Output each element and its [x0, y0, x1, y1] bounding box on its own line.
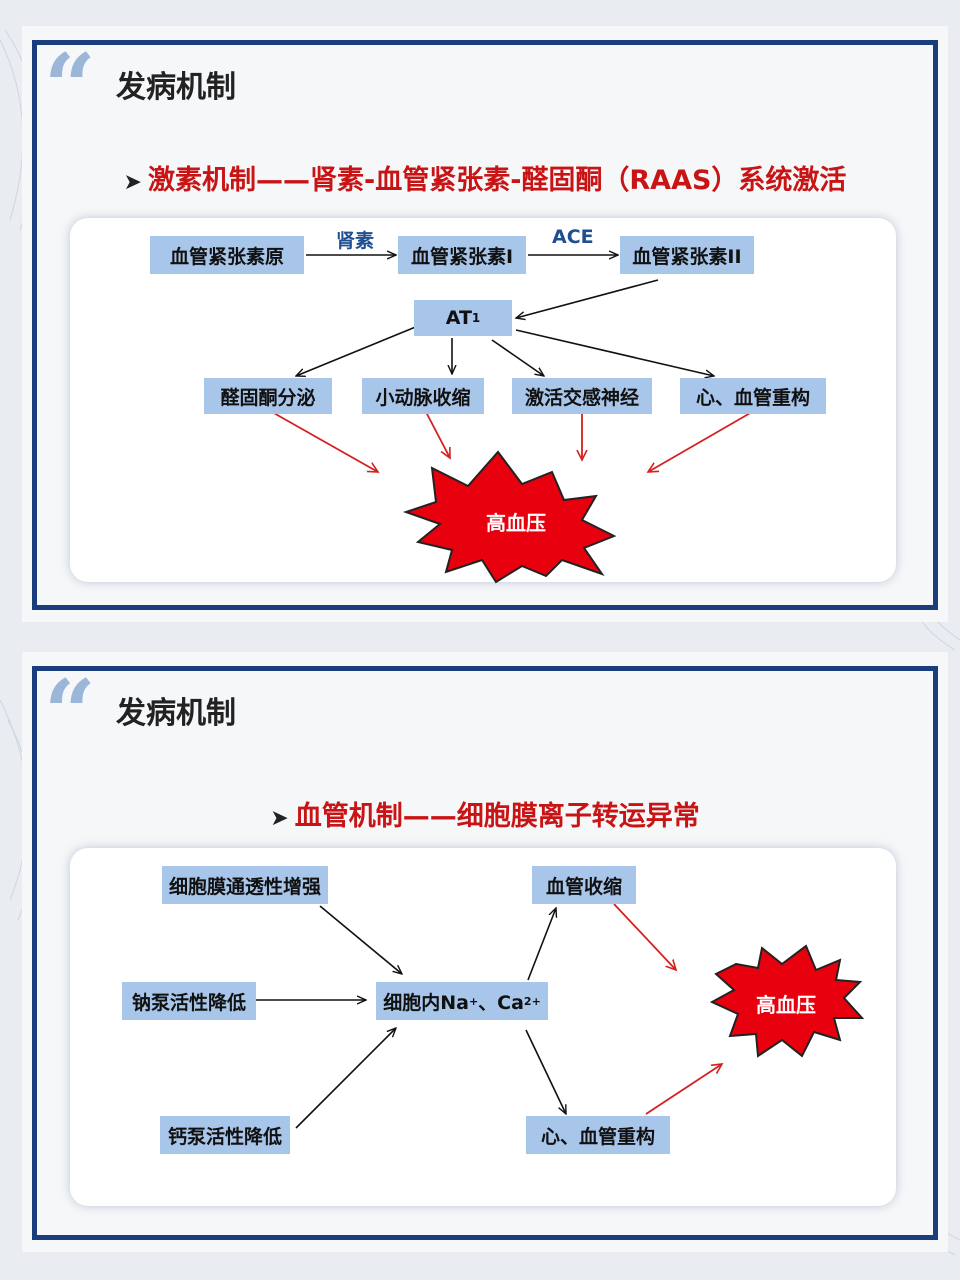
- red-arrow-vasoconstriction: [614, 904, 676, 970]
- edge-label-ace: ACE: [552, 226, 594, 248]
- node-permeability: 细胞膜通透性增强: [162, 866, 328, 904]
- red-arrow-arteriole: [426, 412, 450, 458]
- arrow-at1-sympathetic: [492, 340, 544, 376]
- na-charge: +: [469, 995, 478, 1008]
- slide-vascular: “ 发病机制 ➤血管机制——细胞膜离子转运异常 细胞膜通透性增强 钠泵活性降低: [22, 652, 948, 1252]
- node-remodeling: 心、血管重构: [680, 378, 826, 414]
- arrow-permeability: [320, 906, 402, 974]
- arrow-at1-remodeling: [516, 330, 714, 376]
- node-angiotensin-2: 血管紧张素II: [620, 236, 754, 274]
- node-calcium-pump: 钙泵活性降低: [160, 1116, 290, 1154]
- at1-subscript: 1: [472, 311, 480, 325]
- at1-label: AT: [446, 307, 472, 329]
- burst-label-hypertension: 高血压: [736, 986, 836, 1020]
- arrow-at1-aldosterone: [296, 326, 418, 376]
- node-angiotensin-1: 血管紧张素I: [398, 236, 526, 274]
- arrow-calcium-pump: [296, 1028, 396, 1128]
- node-arteriole: 小动脉收缩: [362, 378, 484, 414]
- node-vasoconstriction: 血管收缩: [532, 866, 636, 904]
- edge-label-renin: 肾素: [336, 226, 374, 253]
- intracellular-label-na: 细胞内Na: [383, 988, 469, 1015]
- burst-label-hypertension: 高血压: [466, 504, 566, 538]
- arrow-ang2-at1: [516, 280, 658, 318]
- slide-raas: “ 发病机制 ➤激素机制——肾素-血管紧张素-醛固酮（RAAS）系统激活: [22, 26, 948, 622]
- node-sympathetic: 激活交感神经: [512, 378, 652, 414]
- red-arrow-remodeling: [648, 412, 752, 472]
- arrow-to-remodeling: [526, 1030, 566, 1114]
- intracellular-label-ca: 、Ca: [478, 988, 524, 1015]
- vascular-arrows: [22, 652, 948, 1252]
- node-aldosterone: 醛固酮分泌: [204, 378, 332, 414]
- red-arrow-aldosterone: [272, 412, 378, 472]
- red-arrow-remodeling: [646, 1064, 722, 1114]
- node-sodium-pump: 钠泵活性降低: [122, 982, 256, 1020]
- arrow-to-vasoconstriction: [528, 908, 556, 980]
- ca-charge: 2+: [524, 995, 541, 1008]
- node-angiotensinogen: 血管紧张素原: [150, 236, 304, 274]
- node-remodeling: 心、血管重构: [526, 1116, 670, 1154]
